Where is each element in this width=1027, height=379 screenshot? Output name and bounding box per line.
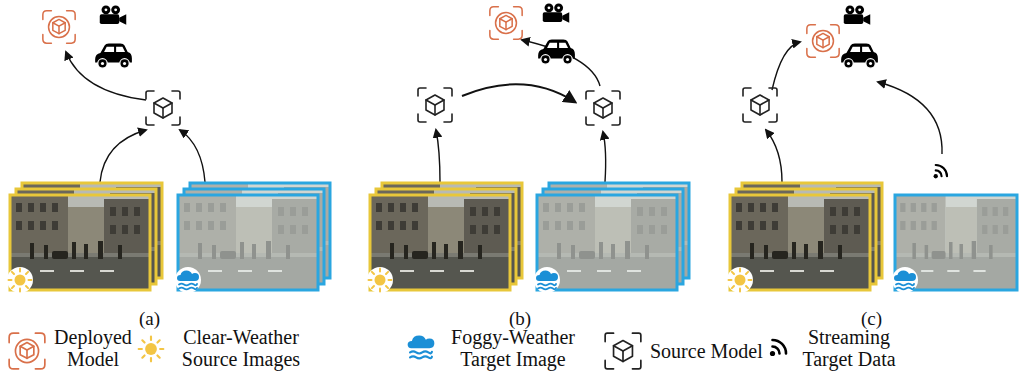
weather-badge: [7, 267, 33, 293]
legend-text: Streaming Target Data: [796, 326, 902, 370]
streaming-icon: [934, 165, 947, 178]
weather-badge: [367, 267, 393, 293]
source-model-icon: [146, 91, 180, 125]
legend-deployed-icon: [9, 333, 45, 369]
legend-cloud-icon: [405, 331, 437, 363]
weather-badge: [892, 267, 918, 293]
source-model-icon: [418, 88, 452, 122]
deployed-model-icon: [490, 7, 522, 39]
legend-text: Deployed Model: [52, 326, 134, 370]
deployed-model-icon: [43, 11, 75, 43]
car-icon: [841, 44, 878, 69]
legend-streaming-icon: [770, 340, 786, 356]
legend-sun-icon: [137, 335, 165, 363]
weather-badge: [534, 267, 560, 293]
arrow-set-b: [436, 40, 606, 182]
camera-icon: [100, 5, 126, 24]
source-model-icon: [586, 91, 620, 125]
car-icon: [538, 40, 575, 65]
arrow-set-c: [766, 42, 942, 182]
deployed-model-icon: [807, 25, 839, 57]
legend-source-model-icon: [605, 333, 641, 369]
weather-badge: [175, 267, 201, 293]
source-model-icon: [743, 88, 777, 122]
legend-text: Foggy-Weather Target Image: [438, 326, 588, 370]
legend-text: Clear-Weather Source Images: [166, 326, 316, 370]
arrow-set-a: [66, 52, 205, 182]
camera-icon: [844, 5, 870, 24]
panel-label: (a): [139, 308, 160, 330]
camera-icon: [543, 3, 569, 22]
legend-text: Source Model: [650, 340, 763, 362]
car-icon: [95, 44, 132, 69]
image-stacks: [7, 183, 1017, 293]
weather-badge: [727, 267, 753, 293]
